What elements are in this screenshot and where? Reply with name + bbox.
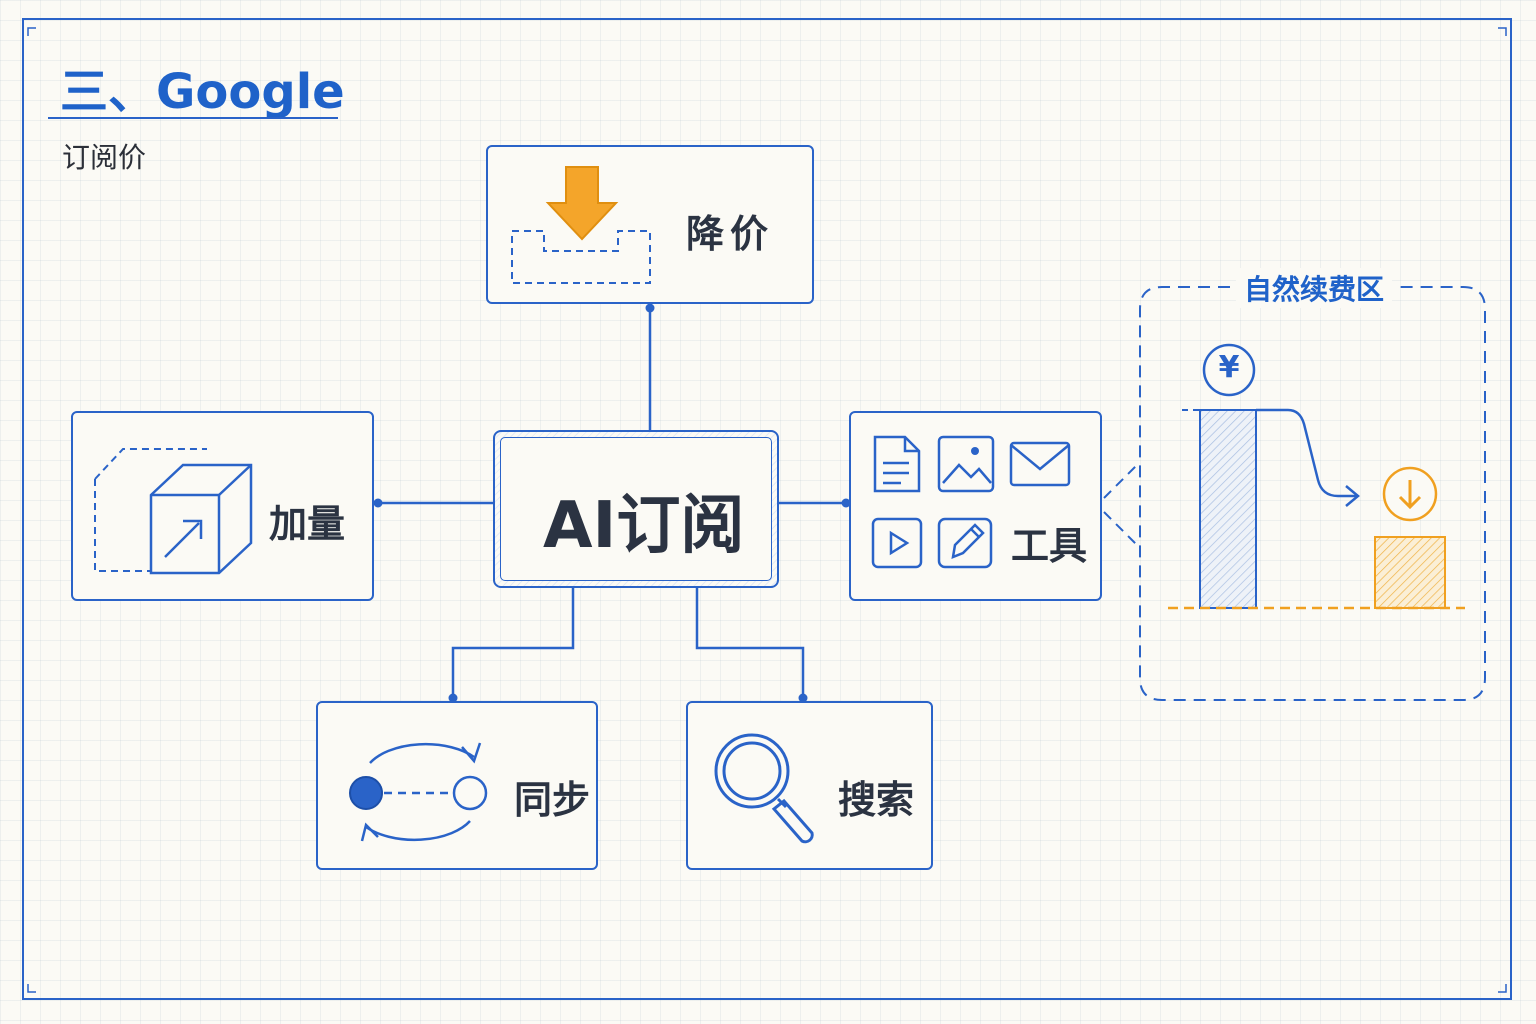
center-label: AI订阅: [543, 489, 745, 563]
tools-icon-grid: [871, 435, 1071, 569]
page-subtitle: 订阅价: [62, 141, 147, 174]
price-drop-icon: [511, 166, 651, 284]
sync-icon: [349, 742, 488, 842]
node-label-tools: 工具: [1011, 524, 1088, 568]
mail-icon: [1009, 441, 1071, 487]
yen-symbol: ¥: [1218, 350, 1240, 385]
node-sync: 同步: [316, 701, 598, 870]
box-arrow-icon: [94, 448, 253, 575]
node-tools: 工具: [849, 411, 1102, 601]
node-label-add-quota: 加量: [269, 502, 346, 546]
diagram-frame: [22, 18, 1512, 1000]
node-label-search: 搜索: [838, 778, 915, 822]
play-icon: [871, 517, 923, 569]
node-label-sync: 同步: [514, 778, 591, 822]
search-icon: [714, 733, 814, 844]
node-add-quota: 加量: [71, 411, 374, 601]
node-price-drop: 降价: [486, 145, 814, 304]
page-title: 三、Google: [60, 64, 345, 120]
node-ai-subscription: AI订阅: [493, 430, 779, 588]
image-icon: [937, 435, 995, 493]
document-icon: [873, 435, 921, 493]
edit-icon: [937, 517, 993, 569]
renewal-region-title: 自然续费区: [1236, 268, 1393, 308]
node-search: 搜索: [686, 701, 933, 870]
node-label-price-drop: 降价: [686, 212, 775, 256]
title-underline: [48, 117, 338, 119]
